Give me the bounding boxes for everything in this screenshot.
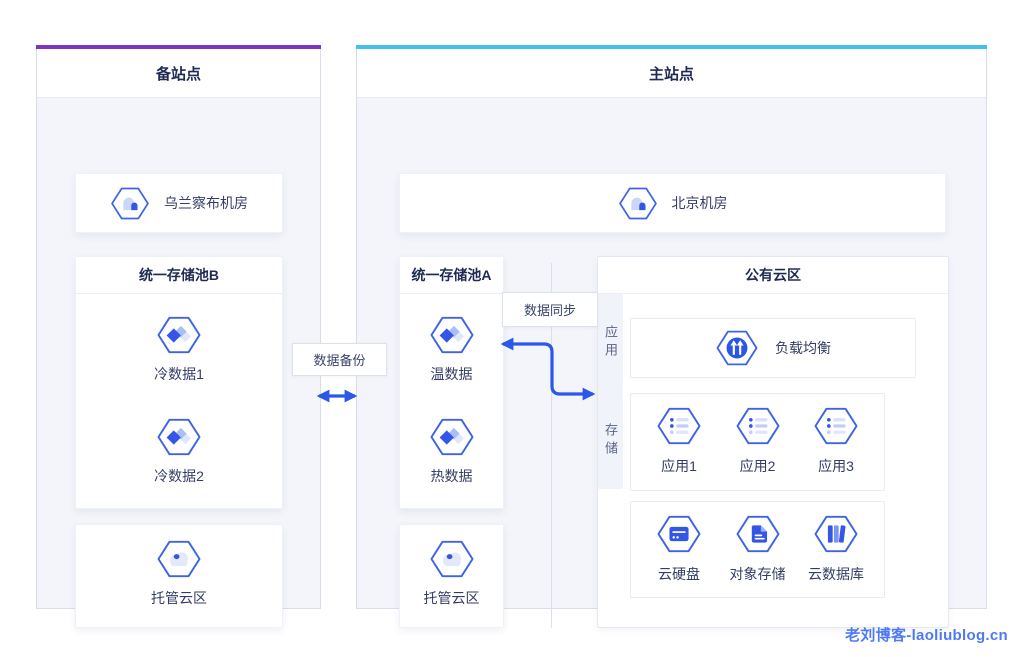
primary-storage-pool-card: 统一存储池A 温数据 热数据: [399, 256, 504, 509]
load-balancer-icon: [715, 328, 759, 368]
data-icon: [156, 314, 202, 356]
app-group-card: 应用1 应用2 应用3: [630, 393, 885, 491]
item-label: 冷数据1: [154, 366, 204, 382]
pool-item: 温数据: [400, 314, 503, 384]
datacenter-icon: [618, 185, 658, 222]
object-storage-icon: [735, 513, 781, 555]
app-list-icon: [656, 405, 702, 447]
app-list-icon: [735, 405, 781, 447]
backup-hosted-zone-card: 托管云区: [75, 524, 283, 628]
cloud-disk-icon: [656, 513, 702, 555]
watermark: 老刘博客-laoliublog.cn: [845, 627, 1008, 644]
primary-site-panel: 主站点 北京机房 统一存储池A 温数据 热数据: [356, 45, 987, 628]
app-group-tab: 应用: [598, 294, 623, 392]
data-sync-label: 数据同步: [502, 292, 598, 327]
datacenter-icon: [110, 185, 150, 222]
app-item: 应用2: [722, 405, 794, 476]
pool-item: 冷数据2: [76, 416, 282, 486]
item-label: 温数据: [430, 366, 473, 382]
primary-room-card: 北京机房: [399, 173, 946, 233]
data-icon: [429, 314, 475, 356]
pool-title: 统一存储池A: [400, 257, 503, 294]
data-backup-label: 数据备份: [292, 343, 387, 376]
item-label: 对象存储: [729, 566, 786, 582]
primary-site-title: 主站点: [357, 49, 986, 98]
room-label: 乌兰察布机房: [164, 195, 248, 211]
app-list-icon: [813, 405, 859, 447]
backup-site-title: 备站点: [37, 49, 320, 98]
backup-room-card: 乌兰察布机房: [75, 173, 283, 233]
item-label: 托管云区: [151, 590, 207, 606]
item-label: 应用3: [818, 458, 854, 474]
public-cloud-card: 公有云区 负载均衡 应用1 应用2: [597, 256, 949, 628]
cloud-icon: [429, 538, 475, 580]
primary-accent-bar: [356, 45, 987, 49]
item-label: 冷数据2: [154, 468, 204, 484]
data-icon: [156, 416, 202, 458]
pool-title: 统一存储池B: [76, 257, 282, 294]
storage-item: 云硬盘: [643, 513, 715, 584]
backup-accent-bar: [36, 45, 321, 49]
cloud-database-icon: [813, 513, 859, 555]
backup-site-body: 乌兰察布机房 统一存储池B 冷数据1 冷数据2 托管云区: [37, 98, 320, 628]
item-label: 应用1: [661, 458, 697, 474]
backup-storage-pool-card: 统一存储池B 冷数据1 冷数据2: [75, 256, 283, 509]
divider: [551, 263, 552, 628]
backup-site-panel: 备站点 乌兰察布机房 统一存储池B 冷数据1 冷数据2: [36, 45, 321, 628]
room-label: 北京机房: [671, 195, 728, 211]
item-label: 云硬盘: [658, 566, 700, 582]
cloud-icon: [156, 538, 202, 580]
storage-item: 云数据库: [800, 513, 872, 584]
primary-site-body: 北京机房 统一存储池A 温数据 热数据 托管云区: [357, 98, 986, 628]
data-icon: [429, 416, 475, 458]
public-cloud-title: 公有云区: [598, 257, 948, 294]
pool-item: 热数据: [400, 416, 503, 486]
item-label: 负载均衡: [775, 340, 831, 356]
storage-group-tab: 存储: [598, 392, 623, 489]
item-label: 托管云区: [423, 590, 480, 606]
storage-group-card: 云硬盘 对象存储 云数据库: [630, 501, 885, 598]
primary-hosted-zone-card: 托管云区: [399, 524, 504, 628]
storage-item: 对象存储: [722, 513, 794, 584]
item-label: 热数据: [430, 468, 473, 484]
load-balancer-card: 负载均衡: [630, 318, 916, 378]
pool-item: 冷数据1: [76, 314, 282, 384]
item-label: 云数据库: [808, 566, 864, 582]
item-label: 应用2: [739, 458, 776, 474]
app-item: 应用1: [643, 405, 715, 476]
app-item: 应用3: [800, 405, 872, 476]
